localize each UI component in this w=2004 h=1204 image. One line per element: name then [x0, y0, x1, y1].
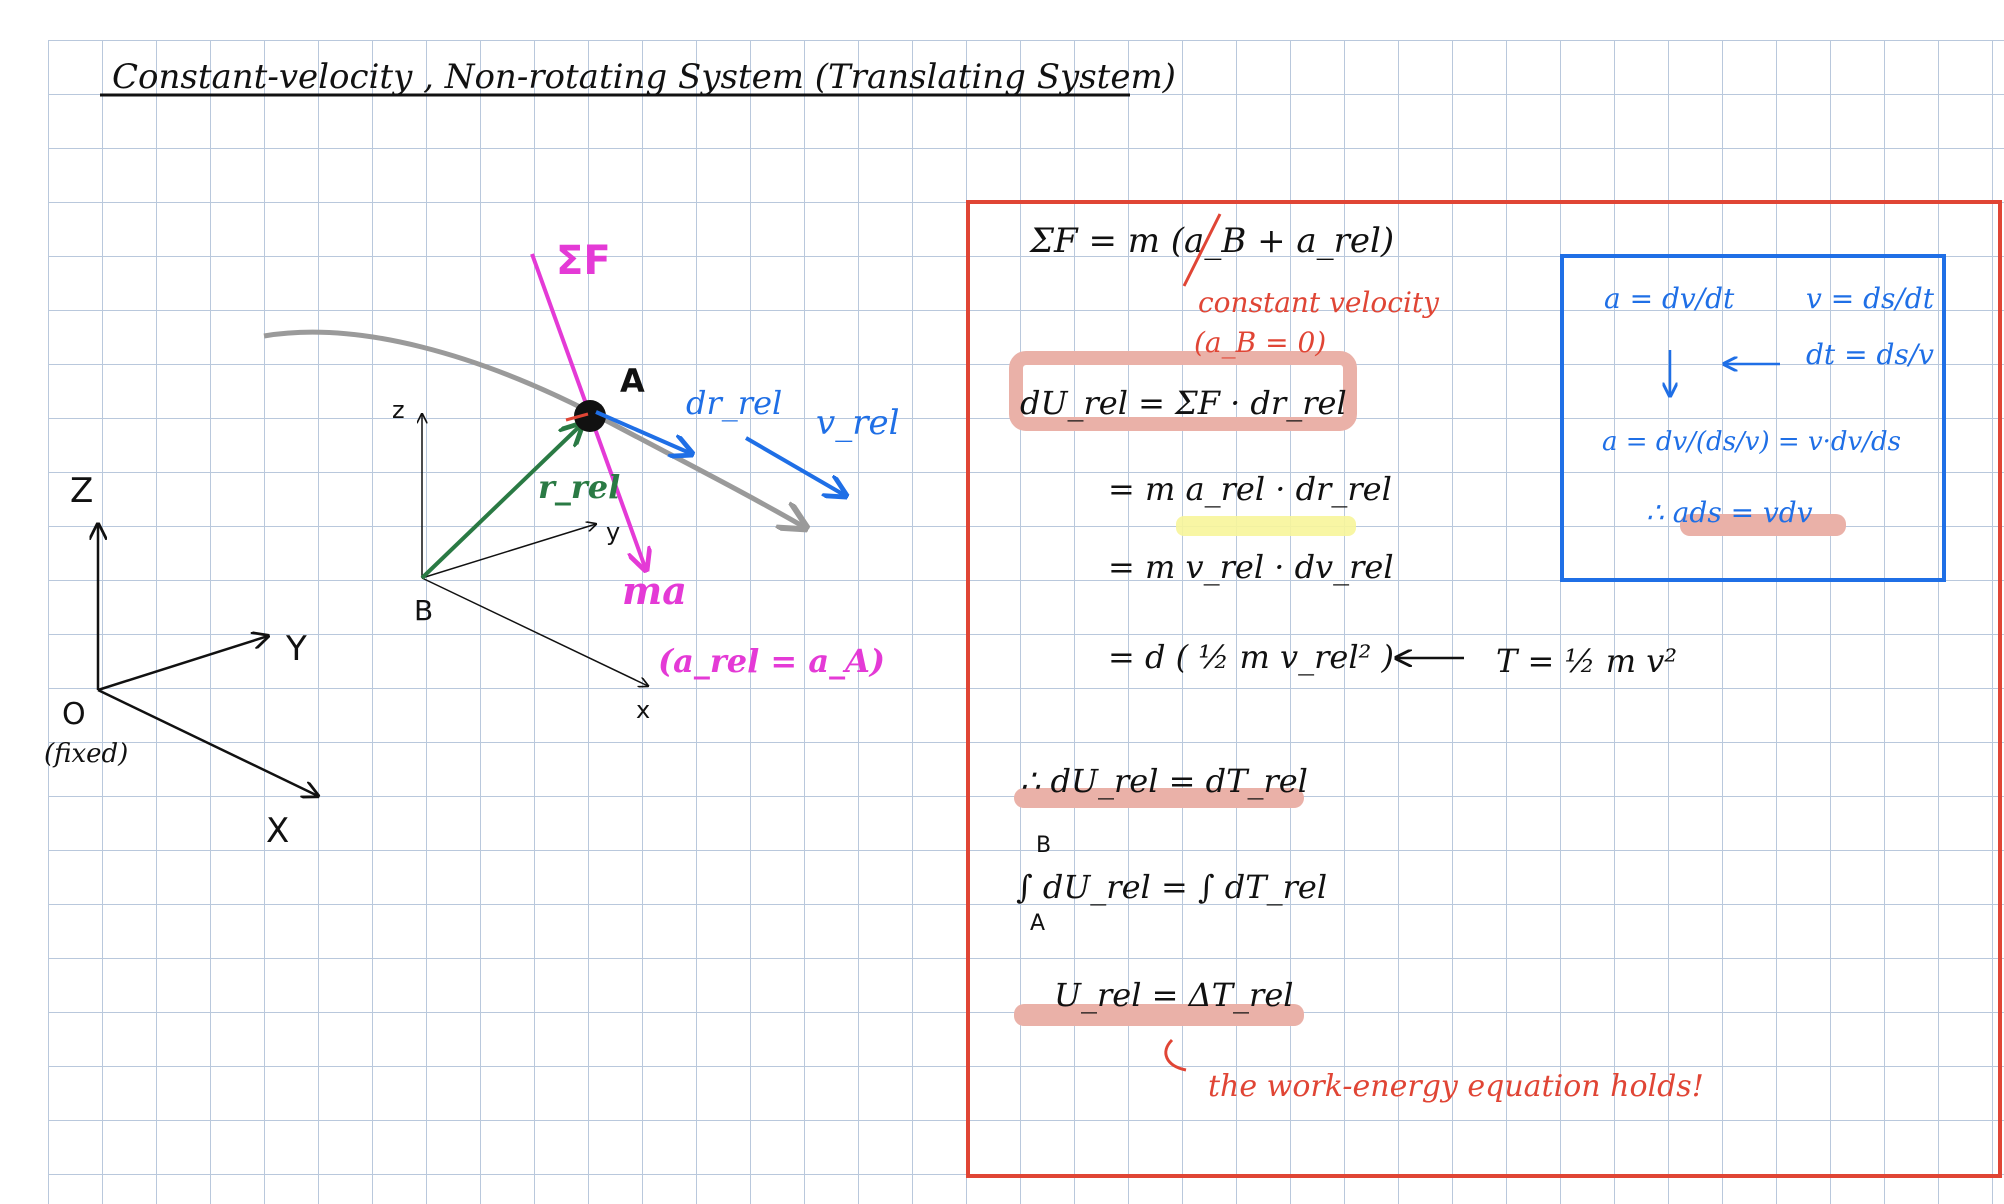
fixed-x-label: X	[266, 811, 289, 851]
particle-label: A	[620, 362, 645, 400]
conclusion-note: the work-energy equation holds!	[1208, 1069, 1704, 1104]
accel-note: (a_rel = a_A)	[658, 642, 885, 680]
derivation-line6: ∴ dU_rel = dT_rel	[1020, 762, 1308, 800]
derivation-line2: dU_rel = ΣF · dr_rel	[1020, 384, 1347, 422]
moving-x-label: x	[636, 696, 650, 724]
force-label: ΣF	[556, 238, 611, 284]
v-definition: v = ds/dt	[1806, 282, 1935, 315]
v-rel-label: v_rel	[816, 403, 899, 443]
moving-y-label: y	[606, 518, 620, 546]
constant-velocity-note: constant velocity	[1198, 286, 1440, 319]
ma-label: ma	[622, 568, 687, 613]
fixed-axes: Z Y X O (fixed)	[44, 471, 318, 851]
page-title: Constant-velocity , Non-rotating System …	[112, 57, 1176, 97]
trajectory-curve	[263, 329, 806, 528]
highlight-line2	[1009, 351, 1357, 431]
derivation-line1: ΣF = m (a_B + a_rel)	[1028, 221, 1394, 261]
highlight-line3	[1176, 516, 1356, 536]
r-rel-vector	[420, 424, 582, 580]
particle-tick	[565, 412, 589, 422]
a-substitution: a = dv/(ds/v) = v·dv/ds	[1602, 427, 1901, 457]
particle-a	[574, 400, 606, 432]
fixed-origin-label: O	[62, 697, 86, 732]
integral-lower: A	[1030, 911, 1045, 936]
kinematics-result: ∴ ads = vdv	[1646, 496, 1813, 529]
dr-rel-vector	[595, 410, 692, 454]
moving-axes: z y x B	[392, 396, 650, 724]
dr-rel-label: dr_rel	[686, 384, 782, 422]
conclusion-arrow	[1164, 1038, 1187, 1072]
moving-z-label: z	[392, 396, 405, 424]
highlight-result	[1680, 514, 1846, 536]
fixed-z-label: Z	[70, 471, 93, 511]
derivation-line5: = d ( ½ m v_rel² )	[1108, 638, 1394, 676]
derivation-box	[966, 200, 2002, 1178]
dt-definition: dt = ds/v	[1806, 338, 1934, 371]
derivation-line3: = m a_rel · dr_rel	[1108, 470, 1392, 508]
derivation-line7: ∫ dU_rel = ∫ dT_rel	[1016, 868, 1327, 906]
r-rel-label: r_rel	[538, 468, 620, 506]
derivation-line8: U_rel = ΔT_rel	[1054, 976, 1294, 1014]
highlight-line8	[1014, 1004, 1304, 1026]
fixed-origin-note: (fixed)	[44, 739, 128, 769]
integral-upper: B	[1036, 833, 1051, 858]
a-definition: a = dv/dt	[1604, 282, 1735, 315]
aB-zero-note: (a_B = 0)	[1194, 326, 1326, 359]
v-rel-vector	[744, 436, 846, 496]
derivation-line4: = m v_rel · dv_rel	[1108, 548, 1394, 586]
fixed-y-label: Y	[285, 629, 307, 669]
kinematics-box	[1560, 254, 1946, 582]
strike-aB	[1182, 213, 1222, 287]
highlight-line6	[1014, 788, 1304, 808]
kinetic-energy-def: T = ½ m v²	[1496, 642, 1677, 680]
moving-origin-label: B	[414, 594, 433, 627]
